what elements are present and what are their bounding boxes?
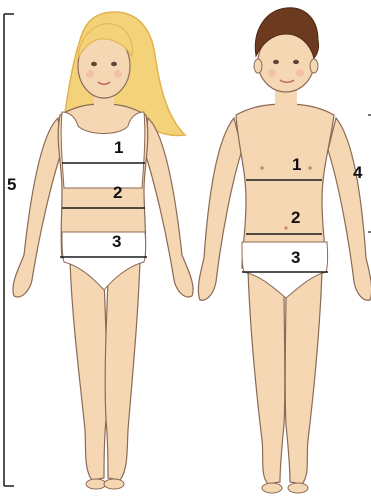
girl-height-label: 5 (7, 175, 16, 194)
boy-waist-label: 2 (291, 208, 300, 227)
girl-figure-icon (13, 12, 193, 489)
height-bracket (4, 14, 14, 486)
boy-hips-label: 3 (291, 248, 300, 267)
girl-hips-label: 3 (112, 232, 121, 251)
boy-side-label: 4 (353, 163, 363, 182)
boy-chest-label: 1 (292, 155, 301, 174)
girl-waist-label: 2 (113, 183, 122, 202)
boy-figure-icon (198, 8, 371, 493)
girl-chest-label: 1 (114, 138, 123, 157)
